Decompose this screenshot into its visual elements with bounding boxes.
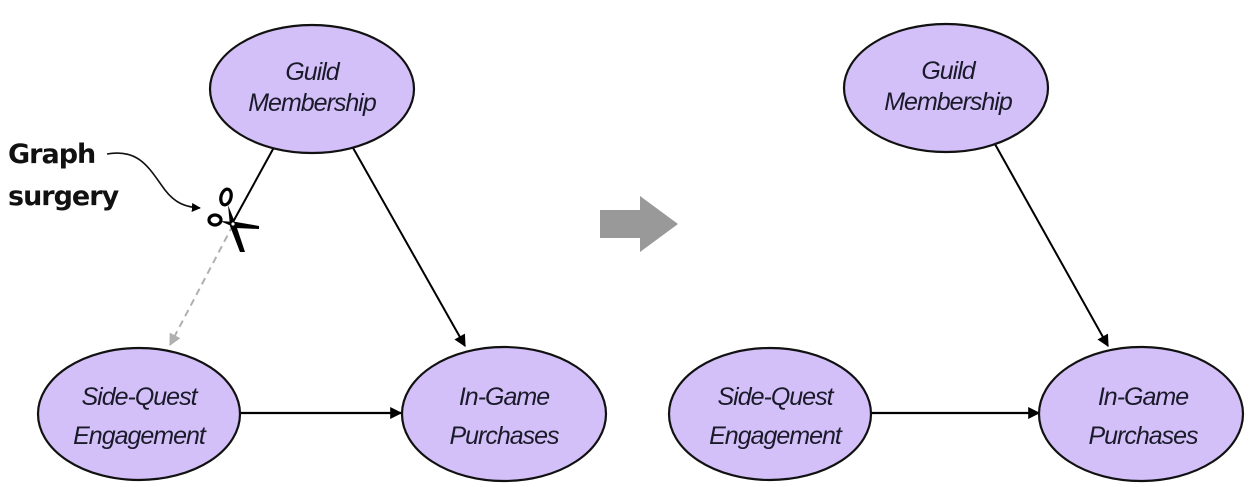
annotation-label: Graph <box>8 139 95 170</box>
node-label: Membership <box>884 88 1013 116</box>
edge-guild-to-sidequest-cut-stub <box>232 139 279 223</box>
node-label: In-Game <box>1098 383 1188 411</box>
node-guild-membership: Guild Membership <box>842 22 1050 154</box>
node-label: Purchases <box>1088 422 1198 450</box>
before-graph: Guild Membership Side-Quest Engagement I… <box>8 23 608 483</box>
edge-guild-to-sidequest-removed <box>169 224 234 347</box>
edge-guild-to-ingame <box>990 136 1109 348</box>
node-label: Engagement <box>709 422 843 450</box>
node-label: Side-Quest <box>81 383 198 411</box>
transition-arrow-icon <box>600 196 678 252</box>
node-in-game-purchases: In-Game Purchases <box>1037 345 1245 483</box>
after-graph: Guild Membership Side-Quest Engagement I… <box>667 22 1245 483</box>
node-side-quest-engagement: Side-Quest Engagement <box>36 346 242 482</box>
scissors-icon <box>207 187 259 252</box>
node-label: Membership <box>248 89 377 117</box>
annotation-label: surgery <box>8 181 120 212</box>
annotation-pointer-arrow <box>106 152 201 212</box>
node-label: Engagement <box>73 422 207 450</box>
graph-surgery-annotation: Graph surgery <box>8 139 259 252</box>
node-label: In-Game <box>459 383 549 411</box>
node-label: Guild <box>285 58 340 86</box>
node-guild-membership: Guild Membership <box>208 23 416 155</box>
node-side-quest-engagement: Side-Quest Engagement <box>667 346 873 482</box>
node-label: Purchases <box>449 422 559 450</box>
node-in-game-purchases: In-Game Purchases <box>400 345 608 483</box>
node-label: Guild <box>921 57 976 85</box>
edge-guild-to-ingame <box>347 138 466 348</box>
node-label: Side-Quest <box>717 383 834 411</box>
